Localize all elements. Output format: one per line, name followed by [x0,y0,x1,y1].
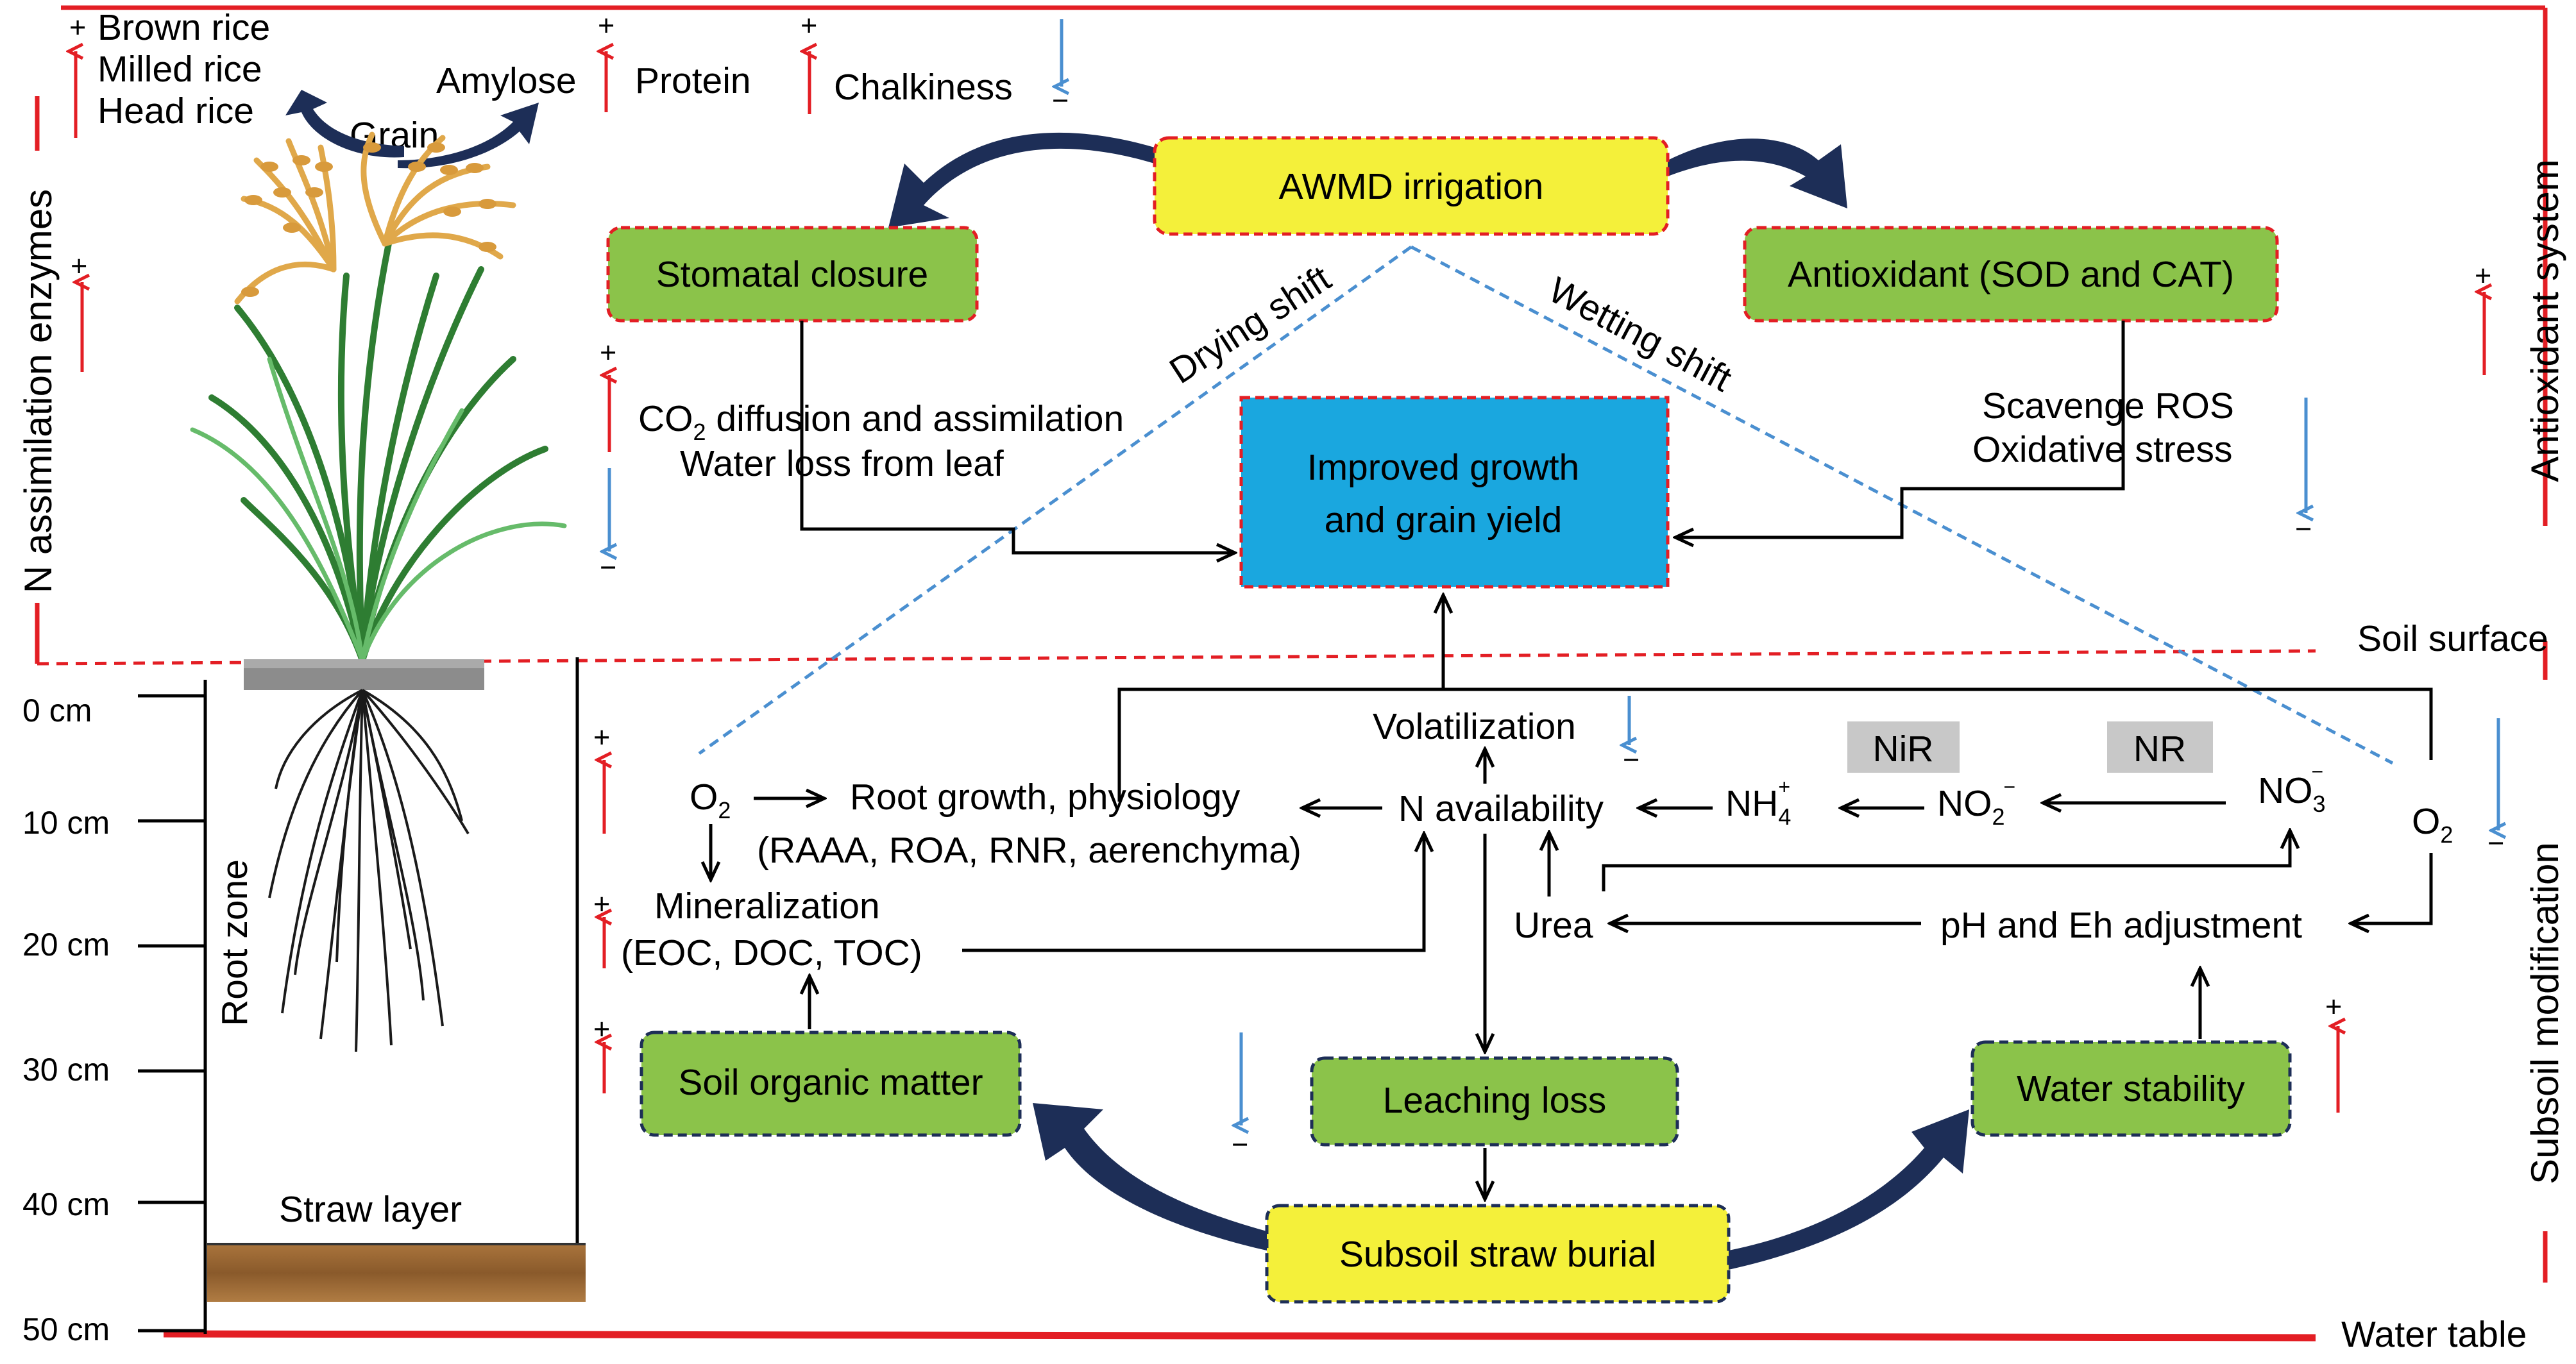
nr-tag [2107,721,2213,773]
scavenge-ros-label: Scavenge ROS [1982,385,2234,426]
o2-left-label: O2 [690,777,731,823]
water-stability-plus-sign: + [2325,990,2342,1023]
root-growth-label: Root growth, physiology [850,777,1241,818]
subsoil-modification-label: Subsoil modification [2523,842,2566,1184]
soil-surface-line [37,649,2316,666]
depth-50cm-label: 50 cm [22,1311,110,1347]
protein-label: Protein [635,60,751,101]
soil-organic-matter-box: Soil organic matter [640,1031,1022,1137]
o2-to-ph-arrow [2351,853,2433,923]
frame-lines [35,5,2548,1283]
straw-burial-box: Subsoil straw burial [1265,1204,1731,1304]
nh4-label: NH4+ [1725,775,1791,830]
co2-plus-sign: + [600,336,616,369]
ph-eh-label: pH and Eh adjustment [1940,905,2302,946]
grain-curved-arrow-left [285,90,404,158]
awmd-irrigation-box: AWMD irrigation [1153,136,1670,236]
root-zone-label: Root zone [214,859,255,1026]
awmd-irrigation-label: AWMD irrigation [1279,166,1544,207]
leaching-minus-sign: − [1232,1128,1248,1161]
straw-curved-arrow-right [1729,1109,1969,1270]
o2-right-label: O2 [2412,801,2453,848]
water-stability-box: Water stability [1970,1040,2292,1137]
awmd-curved-arrow-left [888,132,1155,228]
nir-tag [1847,721,1960,773]
ros-minus-sign: − [2295,512,2312,545]
stomatal-closure-label: Stomatal closure [656,254,929,295]
n-cycle-top-line [1117,687,2433,802]
antioxidant-label: Antioxidant (SOD and CAT) [1788,254,2234,295]
n-assimilation-label: N assimilation enzymes [17,189,60,593]
water-loss-minus-sign: − [600,551,616,584]
brown-rice-label: Brown rice [97,7,270,48]
oxidative-stress-label: Oxidative stress [1972,429,2232,470]
no2-label: NO2− [1937,775,2015,830]
mineralization-plus-sign: + [593,888,610,920]
mineralization-sub-label: (EOC, DOC, TOC) [621,932,922,973]
chalkiness-label: Chalkiness [834,67,1013,108]
rice-plant-illustration [190,131,567,1052]
water-table-line [163,1330,2316,1342]
grain-plus-sign: + [69,11,86,44]
n-availability-label: N availability [1398,788,1604,829]
straw-layer-label: Straw layer [279,1189,462,1230]
grain-curved-arrow-right [398,103,539,169]
urea-label: Urea [1514,905,1593,946]
amylose-label: Amylose [436,60,577,101]
head-rice-label: Head rice [97,90,254,131]
co2-label: CO2 diffusion and assimilation [638,398,1124,445]
root-growth-sub-label: (RAAA, ROA, RNR, aerenchyma) [757,830,1301,871]
volatilization-label: Volatilization [1373,706,1576,747]
mineralization-label: Mineralization [654,886,880,927]
water-loss-label: Water loss from leaf [680,443,1004,484]
water-stability-label: Water stability [2017,1068,2245,1109]
stomatal-to-improved-arrow [800,321,1235,553]
chalkiness-plus-sign: + [801,9,817,42]
depth-0cm-label: 0 cm [22,693,92,728]
chalkiness-minus-sign: − [1052,84,1069,117]
straw-curved-arrow-left [1033,1103,1267,1250]
depth-scale: 0 cm 10 cm 20 cm 30 cm 40 cm 50 cm Root … [22,657,586,1347]
urea-to-no3-arrow [1602,830,2290,891]
o2-right-minus-sign: − [2487,827,2504,859]
antioxidant-to-improved-arrow [1675,321,2125,537]
water-table-label: Water table [2341,1314,2527,1355]
nr-label: NR [2133,728,2186,770]
improved-growth-label-1: Improved growth [1307,447,1580,488]
som-plus-sign: + [593,1013,610,1045]
improved-growth-label-2: and grain yield [1325,500,1563,541]
milled-rice-label: Milled rice [97,49,262,90]
soil-organic-matter-label: Soil organic matter [678,1062,983,1103]
soil-surface-label: Soil surface [2357,618,2548,659]
grain-quality-group: + Brown rice Milled rice Head rice Grain… [69,7,1069,169]
nir-label: NiR [1873,728,1934,770]
protein-plus-sign: + [598,9,614,42]
antioxidant-plus-sign: + [2475,259,2491,292]
stomatal-closure-box: Stomatal closure [606,226,979,323]
straw-layer-block [207,1244,586,1302]
no3-label: NO3− [2258,760,2326,817]
wetting-shift-label: Wetting shift [1542,269,1738,400]
awmd-curved-arrow-right [1668,139,1847,208]
depth-40cm-label: 40 cm [22,1186,110,1222]
leaching-loss-box: Leaching loss [1310,1056,1679,1147]
depth-10cm-label: 10 cm [22,805,110,841]
improved-growth-box: Improved growth and grain yield [1239,396,1670,589]
drying-shift-label: Drying shift [1162,258,1338,392]
o2-plus-sign: + [593,721,610,754]
antioxidant-box: Antioxidant (SOD and CAT) [1743,226,2279,323]
n-assim-plus-sign: + [71,249,87,282]
leaching-loss-label: Leaching loss [1383,1080,1607,1121]
mineralization-to-n-arrow [962,834,1424,952]
volatilization-minus-sign: − [1623,743,1640,776]
antioxidant-system-label: Antioxidant system [2523,159,2566,482]
depth-30cm-label: 30 cm [22,1052,110,1088]
depth-20cm-label: 20 cm [22,927,110,963]
straw-burial-label: Subsoil straw burial [1339,1234,1656,1275]
